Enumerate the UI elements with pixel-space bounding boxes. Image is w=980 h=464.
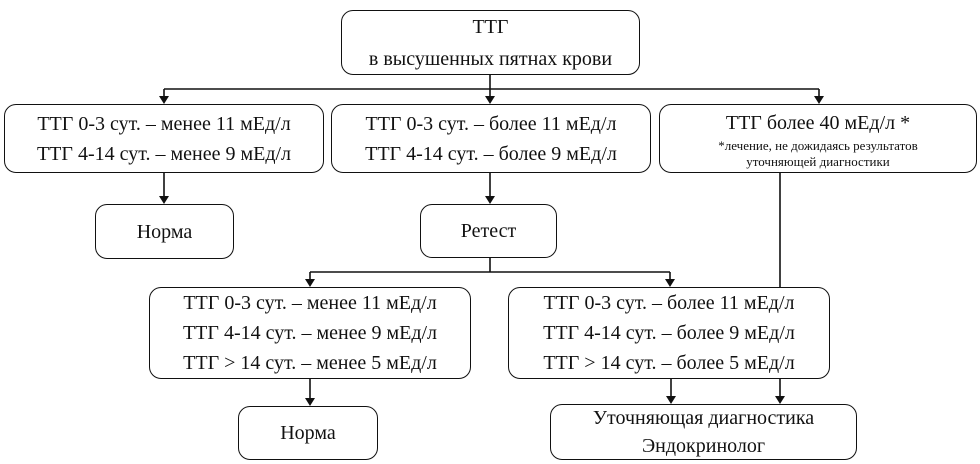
arrowhead xyxy=(665,279,675,287)
arrowhead xyxy=(485,96,495,104)
root-title: ТТГ xyxy=(472,15,509,38)
high-second-line-2: ТТГ 4-14 сут. – более 9 мЕд/л xyxy=(543,322,795,344)
diagnostics-node: Уточняющая диагностика Эндокринолог xyxy=(550,404,857,460)
very-high-footnote-1: *лечение, не дожидаясь результатов xyxy=(718,137,918,153)
root-node: ТТГ в высушенных пятнах крови xyxy=(341,10,640,75)
low-second-line-3: ТТГ > 14 сут. – менее 5 мЕд/л xyxy=(183,352,437,374)
high-second-line-1: ТТГ 0-3 сут. – более 11 мЕд/л xyxy=(543,292,795,314)
high-first-node: ТТГ 0-3 сут. – более 11 мЕд/л ТТГ 4-14 с… xyxy=(331,104,651,173)
very-high-line-1: ТТГ более 40 мЕд/л * xyxy=(725,111,911,134)
high-second-line-3: ТТГ > 14 сут. – более 5 мЕд/л xyxy=(543,352,795,374)
retest-node: Ретест xyxy=(420,204,557,258)
low-first-line-2: ТТГ 4-14 сут. – менее 9 мЕд/л xyxy=(36,142,292,165)
norm-first-label: Норма xyxy=(136,220,193,243)
arrowhead xyxy=(159,196,169,204)
very-high-footnote-2: уточняющей диагностики xyxy=(746,153,890,169)
low-second-line-1: ТТГ 0-3 сут. – менее 11 мЕд/л xyxy=(183,292,437,314)
norm-second-label: Норма xyxy=(280,422,336,444)
low-second-node: ТТГ 0-3 сут. – менее 11 мЕд/л ТТГ 4-14 с… xyxy=(149,287,471,379)
low-second-line-2: ТТГ 4-14 сут. – менее 9 мЕд/л xyxy=(182,322,438,344)
diagnostics-line-1: Уточняющая диагностика xyxy=(592,407,815,429)
high-first-line-1: ТТГ 0-3 сут. – более 11 мЕд/л xyxy=(365,112,617,135)
norm-second-node: Норма xyxy=(238,406,378,460)
norm-first-node: Норма xyxy=(95,204,234,259)
low-first-node: ТТГ 0-3 сут. – менее 11 мЕд/л ТТГ 4-14 с… xyxy=(4,104,324,173)
arrowhead xyxy=(305,279,315,287)
arrowhead xyxy=(666,396,676,404)
root-subtitle: в высушенных пятнах крови xyxy=(368,47,613,70)
diagnostics-line-2: Эндокринолог xyxy=(641,435,766,457)
arrowhead xyxy=(305,398,315,406)
high-second-node: ТТГ 0-3 сут. – более 11 мЕд/л ТТГ 4-14 с… xyxy=(508,287,830,379)
arrowhead xyxy=(485,196,495,204)
arrowhead xyxy=(159,96,169,104)
low-first-line-1: ТТГ 0-3 сут. – менее 11 мЕд/л xyxy=(37,112,291,135)
arrowhead xyxy=(775,396,785,404)
high-first-line-2: ТТГ 4-14 сут. – более 9 мЕд/л xyxy=(365,142,617,165)
retest-label: Ретест xyxy=(460,220,517,242)
very-high-node: ТТГ более 40 мЕд/л * *лечение, не дожида… xyxy=(659,104,977,173)
arrowhead xyxy=(814,96,824,104)
